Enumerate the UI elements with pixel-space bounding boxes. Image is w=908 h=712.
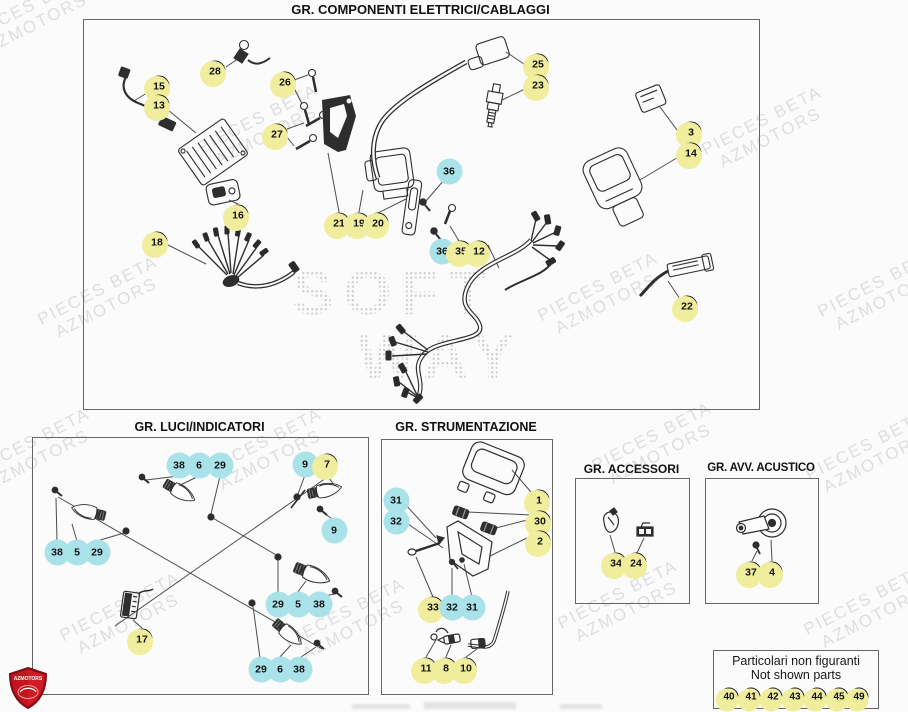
callout-4[interactable]: 4 — [761, 561, 783, 583]
group-box-avv-acustico — [705, 478, 819, 604]
title-accessori: GR. ACCESSORI — [583, 462, 680, 476]
accessori-parts — [603, 507, 654, 537]
callout-26[interactable]: 26 — [274, 71, 296, 93]
title-avv-acustico: GR. AVV. ACUSTICO — [707, 462, 815, 474]
title-componenti-elettrici: GR. COMPONENTI ELETTRICI/CABLAGGI — [291, 2, 550, 17]
strumentazione-parts — [407, 441, 525, 650]
callout-28[interactable]: 28 — [204, 60, 226, 82]
callout-44[interactable]: 44 — [807, 687, 827, 707]
acustico-parts — [735, 508, 787, 555]
callout-29[interactable]: 29 — [250, 658, 272, 680]
callout-22[interactable]: 22 — [676, 295, 698, 317]
cutoff-text-remnant — [352, 704, 410, 709]
luci-parts — [51, 473, 344, 650]
callout-20[interactable]: 20 — [367, 212, 389, 234]
callout-42[interactable]: 42 — [763, 687, 783, 707]
callout-18[interactable]: 18 — [146, 231, 168, 253]
callout-2[interactable]: 2 — [529, 530, 551, 552]
azmotors-logo-badge: AZMOTORS — [8, 666, 48, 710]
callout-29[interactable]: 29 — [209, 454, 231, 476]
title-strumentazione: GR. STRUMENTAZIONE — [395, 420, 537, 434]
group-box-luci — [32, 437, 369, 695]
callout-24[interactable]: 24 — [625, 552, 647, 574]
callout-32[interactable]: 32 — [385, 510, 407, 532]
cutoff-text-remnant — [424, 702, 516, 709]
callout-12[interactable]: 12 — [468, 240, 490, 262]
group-box-accessori — [575, 478, 690, 604]
callout-41[interactable]: 41 — [741, 687, 761, 707]
logo-text: AZMOTORS — [14, 676, 43, 682]
callout-40[interactable]: 40 — [719, 687, 739, 707]
not-shown-title-it: Particolari non figuranti — [732, 654, 860, 668]
callout-36[interactable]: 36 — [438, 160, 460, 182]
callout-9[interactable]: 9 — [323, 519, 345, 541]
callout-43[interactable]: 43 — [785, 687, 805, 707]
callout-27[interactable]: 27 — [266, 123, 288, 145]
not-shown-title-en: Not shown parts — [750, 668, 842, 682]
elettrici-parts — [118, 36, 715, 404]
callout-31[interactable]: 31 — [461, 596, 483, 618]
group-box-elettrici — [83, 19, 760, 410]
callout-14[interactable]: 14 — [680, 142, 702, 164]
callout-10[interactable]: 10 — [455, 657, 477, 679]
callout-23[interactable]: 23 — [527, 74, 549, 96]
cutoff-text-remnant — [560, 704, 602, 709]
group-box-strumentazione — [381, 439, 553, 695]
callout-49[interactable]: 49 — [849, 687, 869, 707]
callout-29[interactable]: 29 — [86, 541, 108, 563]
callout-16[interactable]: 16 — [227, 204, 249, 226]
callout-17[interactable]: 17 — [131, 628, 153, 650]
callout-13[interactable]: 13 — [148, 94, 170, 116]
leader-lines — [55, 51, 773, 660]
callout-38[interactable]: 38 — [308, 593, 330, 615]
callout-38[interactable]: 38 — [288, 658, 310, 680]
callout-7[interactable]: 7 — [316, 453, 338, 475]
title-luci-indicatori: GR. LUCI/INDICATORI — [134, 420, 265, 434]
